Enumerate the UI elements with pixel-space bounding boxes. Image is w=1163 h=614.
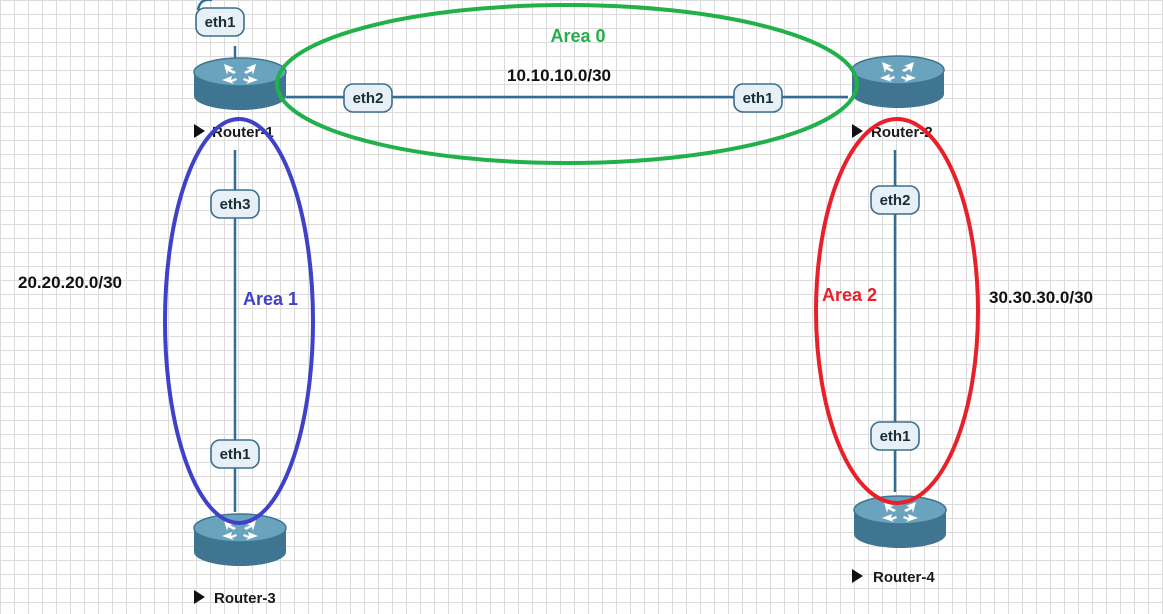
iface-r2-eth1: eth1 [733,83,783,113]
svg-text:eth3: eth3 [220,196,251,213]
svg-text:eth1: eth1 [205,14,236,31]
play-icon [852,124,863,138]
svg-text:eth1: eth1 [220,446,251,463]
area-2-label: Area 2 [822,285,877,305]
iface-r2-eth2: eth2 [870,185,920,215]
iface-r1-eth2: eth2 [343,83,393,113]
router-3-label: Router-3 [214,590,276,607]
iface-r1-eth1-top: eth1 [195,7,245,37]
play-icon [852,569,863,583]
router-4-label: Router-4 [873,569,935,586]
router-2-icon[interactable] [851,55,945,109]
area-0-label: Area 0 [550,26,605,46]
area-1-boundary [163,117,315,525]
iface-r1-eth3: eth3 [210,189,260,219]
iface-r4-eth1: eth1 [870,421,920,451]
area-1-label: Area 1 [243,289,298,309]
router-2-label: Router-2 [871,124,933,141]
router-1-icon[interactable] [193,57,287,111]
router-2-label-group: Router-2 [852,124,933,141]
link-r1-top-curve [196,0,212,11]
router-3-label-group: Router-3 [194,590,276,607]
svg-text:eth1: eth1 [880,428,911,445]
network-20-label: 20.20.20.0/30 [18,273,122,292]
svg-text:eth2: eth2 [353,90,384,107]
play-icon [194,124,205,138]
svg-text:eth2: eth2 [880,192,911,209]
play-icon [194,590,205,604]
network-30-label: 30.30.30.0/30 [989,288,1093,307]
router-4-label-group: Router-4 [852,569,935,586]
network-10-label: 10.10.10.0/30 [507,66,611,85]
area-0-boundary [275,3,859,165]
area-2-boundary [814,117,980,505]
iface-r3-eth1: eth1 [210,439,260,469]
svg-text:eth1: eth1 [743,90,774,107]
